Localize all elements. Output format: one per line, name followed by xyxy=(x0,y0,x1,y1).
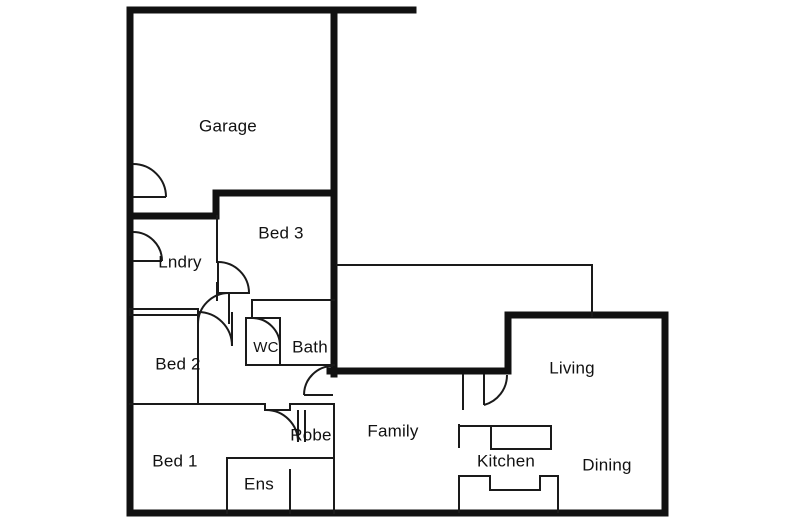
garage-door-arc xyxy=(132,163,167,198)
lndry-door-arc xyxy=(132,231,163,262)
wc-door xyxy=(251,317,281,347)
kitchen-fixtures xyxy=(458,424,559,513)
room-label-bed1: Bed 1 xyxy=(152,451,197,470)
room-label-bed2: Bed 2 xyxy=(155,354,200,373)
hall-door-1 xyxy=(197,292,230,325)
bed1-door xyxy=(265,409,306,443)
garage-door xyxy=(132,163,167,198)
room-labels: Garage Bed 3 Lndry Bed 2 WC Bath Bed 1 E… xyxy=(152,116,631,493)
exterior-walls xyxy=(126,6,669,517)
room-label-family: Family xyxy=(367,421,419,440)
room-label-kitchen: Kitchen xyxy=(477,451,535,470)
room-label-living: Living xyxy=(549,358,595,377)
hall-door-2 xyxy=(197,311,233,347)
room-label-bed3: Bed 3 xyxy=(258,223,303,242)
kitchen-bench xyxy=(459,425,552,450)
hall-door-2-arc xyxy=(197,311,233,347)
room-label-robe: Robe xyxy=(290,425,331,444)
bed3-door-arc xyxy=(217,261,250,294)
living-door xyxy=(462,374,509,410)
lndry-door xyxy=(132,231,163,262)
kitchen-island xyxy=(458,475,559,513)
living-door-arc xyxy=(483,374,509,406)
bath-door-arc xyxy=(303,365,334,396)
room-label-dining: Dining xyxy=(582,455,631,474)
room-label-lndry: Lndry xyxy=(158,252,202,271)
bath-door xyxy=(303,365,334,396)
doors xyxy=(132,163,509,443)
room-label-bath: Bath xyxy=(292,337,328,356)
room-label-ens: Ens xyxy=(244,474,274,493)
bed3-door xyxy=(217,261,250,294)
hall-door-1-arc xyxy=(197,292,230,325)
room-label-garage: Garage xyxy=(199,116,257,135)
room-label-wc: WC xyxy=(253,339,278,356)
